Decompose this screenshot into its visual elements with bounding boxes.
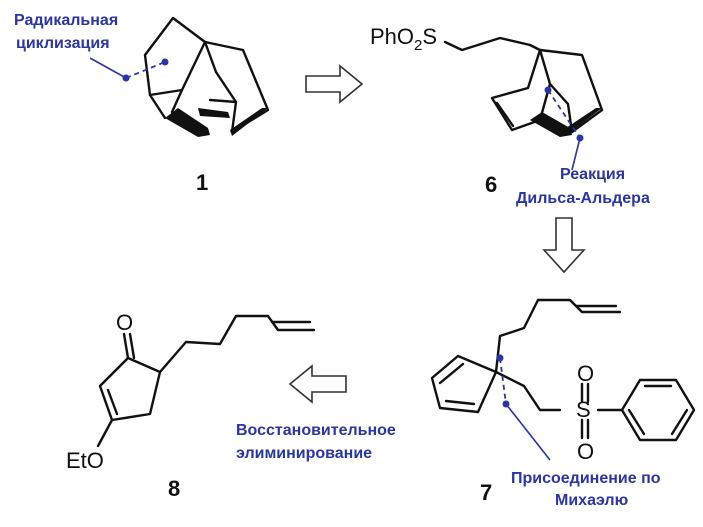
radical-cyclization-label-line1: Радикальная [14, 12, 118, 29]
reductive-elimination-label-line1: Восстановительное [236, 422, 396, 439]
compound-7-structure [430, 298, 696, 442]
compound-6-label: 6 [485, 172, 497, 197]
arrow-right [305, 64, 364, 104]
compound-7-label: 7 [480, 480, 492, 505]
michael-addition-label-line2: Михаэлю [555, 492, 629, 509]
ketone-oxygen: O [116, 310, 133, 335]
ethoxy-group: EtO [66, 448, 104, 473]
michael-addition-marker [496, 354, 551, 461]
radical-cyclization-label-line2: циклизация [16, 35, 110, 52]
diels-alder-marker [544, 86, 584, 171]
sulfone-oxygen-top: O [577, 361, 594, 386]
compound-6-structure [443, 36, 604, 137]
sulfur-atom: S [576, 397, 591, 422]
michael-addition-label-line1: Присоединение по [511, 470, 661, 487]
compound-8-structure [96, 314, 316, 448]
radical-cyclization-marker [89, 57, 169, 82]
compound-1-label: 1 [196, 170, 208, 195]
arrow-left [288, 364, 347, 404]
diels-alder-label-line2: Дильса-Альдера [516, 190, 650, 207]
sulfone-oxygen-bottom: O [577, 439, 594, 464]
reductive-elimination-label-line2: элиминирование [236, 445, 372, 462]
diels-alder-label-line1: Реакция [560, 166, 625, 183]
compound-8-label: 8 [168, 476, 180, 501]
compound-1-structure [143, 16, 270, 137]
phenylsulfonyl-group: PhO2S [370, 24, 437, 54]
arrow-down [542, 217, 586, 274]
